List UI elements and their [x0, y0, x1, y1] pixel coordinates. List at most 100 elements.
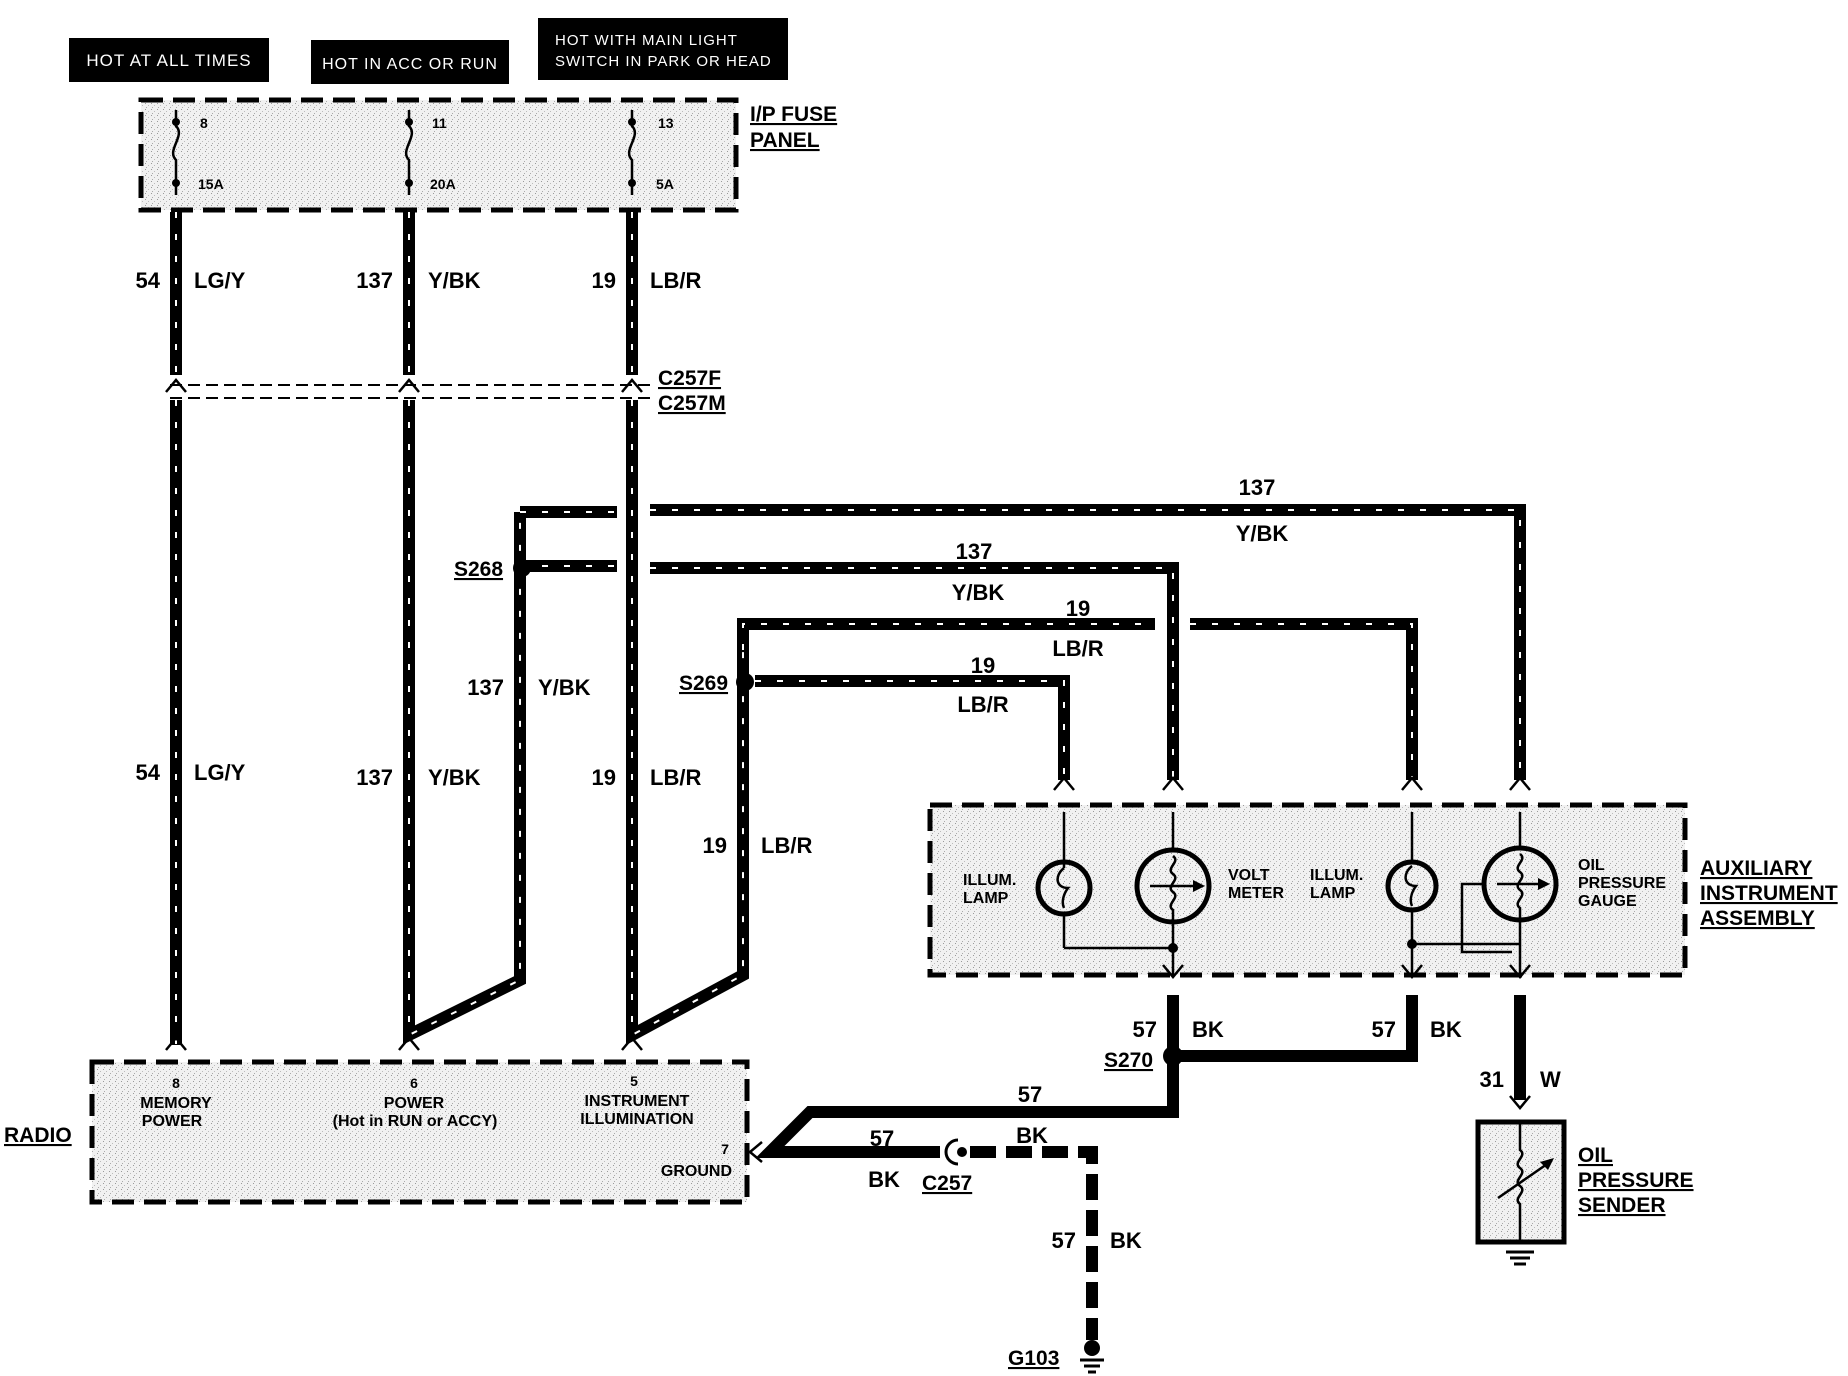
svg-text:5: 5	[630, 1073, 638, 1089]
svg-text:137: 137	[467, 675, 504, 700]
svg-text:BK: BK	[1110, 1228, 1142, 1253]
svg-text:S270: S270	[1104, 1049, 1153, 1072]
svg-text:19: 19	[592, 268, 616, 293]
svg-text:LG/Y: LG/Y	[194, 268, 246, 293]
svg-text:54: 54	[136, 760, 161, 785]
svg-text:INSTRUMENT: INSTRUMENT	[585, 1093, 690, 1110]
svg-text:ILLUM.: ILLUM.	[1310, 867, 1363, 884]
splice-s268: S268	[454, 558, 531, 581]
svg-text:S268: S268	[454, 558, 503, 581]
svg-text:MEMORY: MEMORY	[140, 1095, 212, 1112]
fuse-panel-label-1: I/P FUSE	[750, 103, 837, 126]
svg-text:15A: 15A	[198, 176, 224, 192]
svg-text:Y/BK: Y/BK	[428, 765, 481, 790]
wire-19-to-illum-lamp-1	[755, 675, 1070, 780]
header-hot-with-main-light: HOT WITH MAIN LIGHT SWITCH IN PARK OR HE…	[538, 18, 788, 80]
svg-text:ILLUM.: ILLUM.	[963, 872, 1016, 889]
svg-text:8: 8	[172, 1075, 180, 1091]
svg-text:137: 137	[356, 765, 393, 790]
svg-text:HOT WITH MAIN LIGHT: HOT WITH MAIN LIGHT	[555, 32, 738, 49]
splice-s270: S270	[1104, 1046, 1183, 1072]
svg-text:LB/R: LB/R	[1052, 636, 1103, 661]
oil-pressure-sender: OIL PRESSURE SENDER	[1475, 1119, 1694, 1266]
svg-text:GROUND: GROUND	[661, 1163, 732, 1180]
svg-text:LAMP: LAMP	[963, 890, 1009, 907]
svg-text:20A: 20A	[430, 176, 456, 192]
svg-text:PRESSURE: PRESSURE	[1578, 875, 1666, 892]
svg-text:Y/BK: Y/BK	[1236, 521, 1289, 546]
svg-text:OIL: OIL	[1578, 1144, 1613, 1167]
svg-text:137: 137	[1239, 475, 1276, 500]
svg-text:6: 6	[410, 1075, 418, 1091]
svg-text:57: 57	[1052, 1228, 1076, 1253]
svg-text:BK: BK	[868, 1167, 900, 1192]
svg-text:W: W	[1540, 1067, 1561, 1092]
radio-label: RADIO	[4, 1124, 72, 1147]
svg-text:5A: 5A	[656, 176, 674, 192]
wire-57-bk-from-illum-lamp-2	[1175, 995, 1418, 1062]
svg-text:C257: C257	[922, 1172, 972, 1195]
svg-text:HOT AT ALL TIMES: HOT AT ALL TIMES	[86, 51, 251, 70]
svg-text:Y/BK: Y/BK	[538, 675, 591, 700]
volt-meter: VOLT METER	[1134, 812, 1284, 948]
header-hot-at-all-times: HOT AT ALL TIMES	[69, 38, 269, 82]
fuse-8: 8 15A	[171, 110, 224, 195]
svg-text:BK: BK	[1192, 1017, 1224, 1042]
svg-text:13: 13	[658, 115, 674, 131]
svg-text:LAMP: LAMP	[1310, 885, 1356, 902]
svg-text:LB/R: LB/R	[957, 692, 1008, 717]
illum-lamp-2: ILLUM. LAMP	[1310, 812, 1439, 948]
svg-text:LB/R: LB/R	[650, 765, 701, 790]
svg-text:ILLUMINATION: ILLUMINATION	[580, 1111, 693, 1128]
svg-text:LB/R: LB/R	[761, 833, 812, 858]
auxiliary-instrument-assembly-box	[927, 802, 1688, 978]
svg-text:BK: BK	[1430, 1017, 1462, 1042]
aux-input-arrows	[1053, 776, 1531, 791]
aux-internal-ground-lines	[1064, 939, 1531, 979]
svg-text:11: 11	[432, 115, 447, 131]
radio-box	[89, 1059, 750, 1205]
svg-text:BK: BK	[1016, 1123, 1048, 1148]
svg-text:POWER: POWER	[142, 1113, 203, 1130]
svg-text:8: 8	[200, 115, 208, 131]
svg-text:LG/Y: LG/Y	[194, 760, 246, 785]
connector-c257f-label: C257F	[658, 367, 721, 390]
wire-137-to-oil-gauge	[650, 504, 1526, 780]
svg-text:LB/R: LB/R	[650, 268, 701, 293]
svg-text:19: 19	[592, 765, 616, 790]
svg-text:31: 31	[1480, 1067, 1504, 1092]
fuse-13: 13 5A	[627, 110, 674, 195]
wire-137-y-bk	[403, 212, 617, 1045]
svg-text:137: 137	[956, 539, 993, 564]
svg-text:POWER: POWER	[384, 1095, 445, 1112]
radio-pin-5: 5 INSTRUMENT ILLUMINATION	[580, 1036, 694, 1128]
svg-text:VOLT: VOLT	[1228, 867, 1270, 884]
svg-text:57: 57	[1018, 1082, 1042, 1107]
ground-g103: G103	[1008, 1340, 1104, 1374]
svg-text:G103: G103	[1008, 1347, 1059, 1370]
svg-text:54: 54	[136, 268, 161, 293]
fuse-11: 11 20A	[404, 110, 456, 195]
svg-text:57: 57	[1133, 1017, 1157, 1042]
fuse-panel-box	[138, 97, 739, 213]
svg-text:PRESSURE: PRESSURE	[1578, 1169, 1694, 1192]
aux-assembly-label-1: AUXILIARY	[1700, 857, 1812, 880]
wire-31-w	[1509, 995, 1531, 1110]
svg-text:57: 57	[1372, 1017, 1396, 1042]
radio-pin-7: 7 GROUND	[661, 1141, 763, 1180]
svg-text:SWITCH IN PARK OR HEAD: SWITCH IN PARK OR HEAD	[555, 53, 772, 70]
radio-pin-6: 6 POWER (Hot in RUN or ACCY)	[333, 1036, 497, 1130]
wire-19-lb-r	[626, 212, 749, 1046]
svg-text:OIL: OIL	[1578, 857, 1605, 874]
svg-text:Y/BK: Y/BK	[952, 580, 1005, 605]
aux-assembly-label-2: INSTRUMENT	[1700, 882, 1838, 905]
svg-text:METER: METER	[1228, 885, 1284, 902]
svg-text:S269: S269	[679, 672, 728, 695]
header-hot-in-acc-or-run: HOT IN ACC OR RUN	[311, 40, 509, 84]
svg-text:Y/BK: Y/BK	[428, 268, 481, 293]
oil-pressure-gauge: OIL PRESSURE GAUGE	[1460, 812, 1666, 954]
wire-137-to-volt-meter	[650, 562, 1179, 780]
svg-text:19: 19	[1066, 596, 1090, 621]
svg-text:19: 19	[703, 833, 727, 858]
